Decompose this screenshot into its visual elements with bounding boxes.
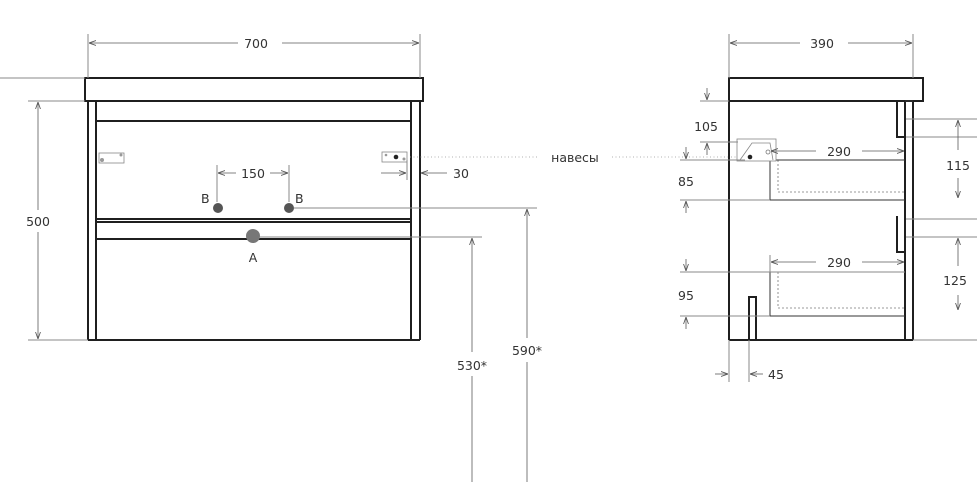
front-drain-a <box>246 229 260 243</box>
front-pipe-b-left-label: B <box>201 191 210 206</box>
front-countertop <box>84 77 424 102</box>
front-pipe-b-right-label: B <box>295 191 304 206</box>
front-pipe-b-left <box>213 203 223 213</box>
front-upper-drawer <box>95 100 412 122</box>
side-depth-label: 390 <box>810 36 834 51</box>
front-hinge-offset-label: 30 <box>453 166 469 181</box>
side-hinge <box>736 138 777 162</box>
side-lower-handle <box>896 216 905 253</box>
side-top-offset-label: 105 <box>694 119 718 134</box>
front-pipe-height-label: 590* <box>512 343 542 358</box>
side-countertop <box>728 77 924 102</box>
side-panel-thickness-label: 45 <box>768 367 784 382</box>
side-drawer-depth-top-label: 290 <box>827 144 851 159</box>
front-height-label: 500 <box>26 214 50 229</box>
side-drawer-depth-bottom-label: 290 <box>827 255 851 270</box>
front-width-label: 700 <box>244 36 268 51</box>
side-upper-drawer <box>769 160 905 201</box>
front-hinge-left <box>98 152 125 164</box>
side-hinge-height-label: 85 <box>678 174 694 189</box>
front-drain-a-label: A <box>249 250 258 265</box>
side-bottom-offset-label: 95 <box>678 288 694 303</box>
side-lower-drawer-height-label: 125 <box>943 273 967 288</box>
side-back-panel <box>748 296 757 341</box>
front-pipe-b-right <box>284 203 294 213</box>
side-upper-drawer-height-label: 115 <box>946 158 970 173</box>
front-hinge-right <box>381 151 408 163</box>
hinges-callout: навесы <box>410 150 746 165</box>
front-view: 700 500 150 30 B B A 530* 5 <box>0 34 542 482</box>
side-upper-handle <box>896 101 905 138</box>
front-hole-spacing-label: 150 <box>241 166 265 181</box>
hinges-label: навесы <box>551 150 599 165</box>
side-lower-drawer <box>769 272 905 317</box>
side-view: 390 105 85 290 290 95 45 <box>678 34 977 382</box>
front-drain-height-label: 530* <box>457 358 487 373</box>
